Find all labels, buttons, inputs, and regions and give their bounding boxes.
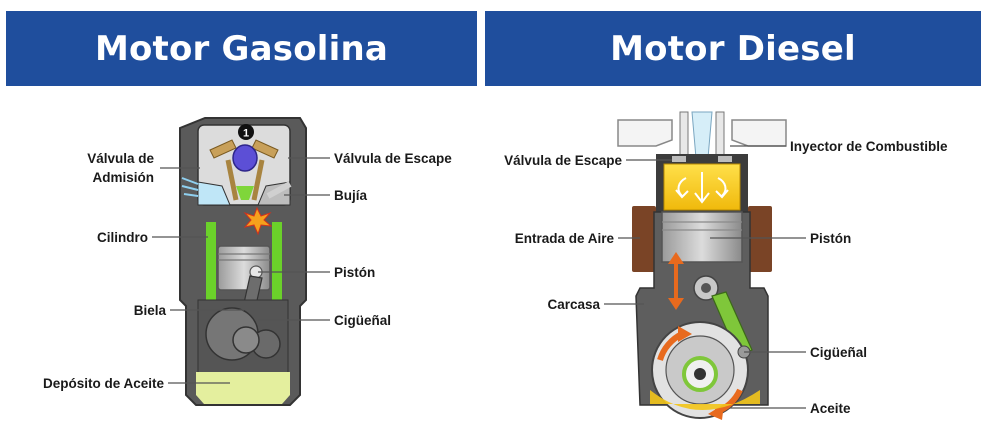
label-exhaust-valve-diesel: Válvula de Escape (504, 153, 622, 168)
diesel-engine-header: Motor Diesel (485, 11, 981, 86)
label-crankshaft-diesel: Cigüeñal (810, 345, 867, 360)
gasoline-engine-illustration: 1 (179, 117, 307, 406)
label-oil-reservoir: Depósito de Aceite (43, 376, 165, 391)
label-connecting-rod: Biela (134, 303, 167, 318)
gasoline-engine-header: Motor Gasolina (6, 11, 477, 86)
circled-number-1-icon (238, 124, 254, 140)
label-intake-valve-line2: Admisión (92, 170, 154, 185)
label-fuel-injector: Inyector de Combustible (790, 139, 948, 154)
diesel-leader-lines (604, 145, 806, 409)
label-oil-diesel: Aceite (810, 401, 851, 416)
camshaft-icon (232, 144, 258, 172)
label-intake-valve-line1: Válvula de (87, 151, 154, 166)
label-crankshaft-gasoline: Cigüeñal (334, 313, 391, 328)
orange-motion-arrow-icon (668, 252, 684, 264)
label-cylinder: Cilindro (97, 230, 148, 245)
label-exhaust-valve-gasoline: Válvula de Escape (334, 151, 452, 166)
label-spark-plug: Bujía (334, 188, 367, 203)
label-piston-diesel: Pistón (810, 231, 851, 246)
ignition-spark-icon (243, 206, 273, 236)
diesel-engine-illustration (617, 111, 787, 420)
label-housing: Carcasa (547, 297, 600, 312)
label-air-intake: Entrada de Aire (515, 231, 615, 246)
gasoline-leader-lines (152, 157, 330, 384)
label-piston-gasoline: Pistón (334, 265, 375, 280)
svg-text:1: 1 (243, 128, 249, 140)
